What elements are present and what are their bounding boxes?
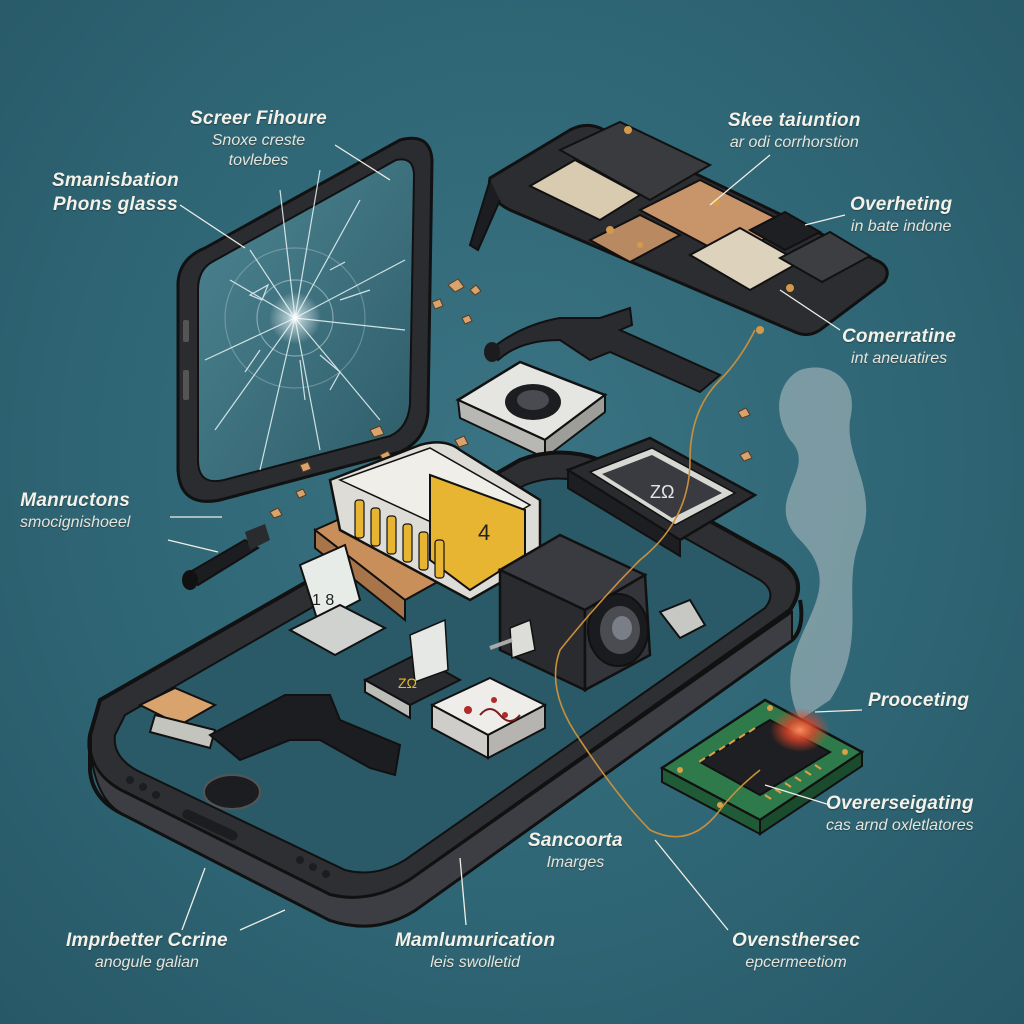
label-imprbetter-title: Imprbetter Ccrine [66, 930, 228, 951]
label-overerseigating-sub: cas arnd oxletlatores [826, 817, 974, 834]
label-comerratine-title: Comerratine [842, 326, 957, 347]
chip-card-glyph: ZΩ [398, 675, 417, 691]
label-screen-failure-title: Screer Fihoure [190, 108, 327, 129]
label-skee: Skee taiuntion ar odi corrhorstion [728, 110, 861, 152]
label-ovensthersec-sub: epcermeetiom [745, 954, 847, 971]
flex-card: 1 8 [287, 543, 388, 657]
processor-board [659, 698, 865, 836]
camera-module-large [489, 533, 652, 693]
label-imprbetter: Imprbetter Ccrine anogule galian [66, 930, 228, 972]
label-skee-sub: ar odi corrhorstion [729, 134, 859, 151]
label-overheting: Overheting in bate indone [850, 194, 952, 236]
flex-card-glyph: 1 8 [312, 592, 334, 609]
logic-board [468, 120, 889, 337]
label-prooceting: Prooceting [868, 690, 969, 712]
label-comerratine: Comerratine int aneuatires [842, 326, 956, 368]
flex-cable [484, 306, 722, 394]
chip-card: ZΩ [362, 618, 463, 720]
loose-pin [182, 524, 270, 590]
smoke-plume [779, 367, 867, 720]
label-smanisbation-sub: Phons glasss [53, 194, 178, 215]
label-prooceting-title: Prooceting [868, 690, 970, 711]
label-sancoorta-sub: Imarges [546, 854, 605, 871]
clip-piece [658, 598, 707, 640]
battery-glyph: 4 [478, 520, 490, 545]
label-sancoorta: Sancoorta Imarges [528, 830, 623, 872]
label-imprbetter-sub: anogule galian [94, 954, 199, 971]
label-manructons-sub: smocignishoeel [20, 514, 131, 531]
label-skee-title: Skee taiuntion [728, 110, 861, 131]
label-overerseigating: Overerseigating cas arnd oxletlatores [826, 793, 974, 835]
camera-module-small [455, 360, 608, 461]
label-overheting-title: Overheting [850, 194, 953, 215]
label-ovensthersec: Ovensthersec epcermeetiom [732, 930, 860, 972]
crack-lines [204, 169, 406, 471]
debris-fragments [269, 278, 753, 801]
label-comerratine-sub: int aneuatires [851, 350, 948, 367]
label-mamlumurication-sub: leis swolletid [430, 954, 521, 971]
display-module: ZΩ [565, 436, 758, 558]
label-smanisbation: Smanisbation Phons glasss [52, 170, 179, 216]
label-overheting-sub: in bate indone [850, 218, 952, 235]
label-smanisbation-title: Smanisbation [52, 170, 179, 191]
label-ovensthersec-title: Ovensthersec [732, 930, 861, 951]
leader-lines [167, 144, 863, 931]
orange-wire [554, 329, 761, 838]
label-mamlumurication-title: Mamlumurication [395, 930, 556, 951]
label-manructons: Manructons smocignishoeel [20, 490, 130, 532]
battery-connector [137, 686, 218, 750]
label-screen-failure-sub1: Snoxe creste [211, 132, 306, 149]
label-overerseigating-title: Overerseigating [826, 793, 974, 814]
label-mamlumurication: Mamlumurication leis swolletid [395, 930, 555, 972]
board-chip-glyph: ZΩ [650, 482, 674, 502]
sensor-card [429, 676, 548, 760]
internal-bracket [208, 694, 402, 777]
label-screen-failure: Screer Fihoure Snoxe creste tovlebes [190, 108, 327, 170]
label-screen-failure-sub2: tovlebes [228, 152, 289, 169]
label-manructons-title: Manructons [20, 490, 130, 511]
label-sancoorta-title: Sancoorta [528, 830, 623, 851]
cracked-screen [176, 136, 434, 503]
